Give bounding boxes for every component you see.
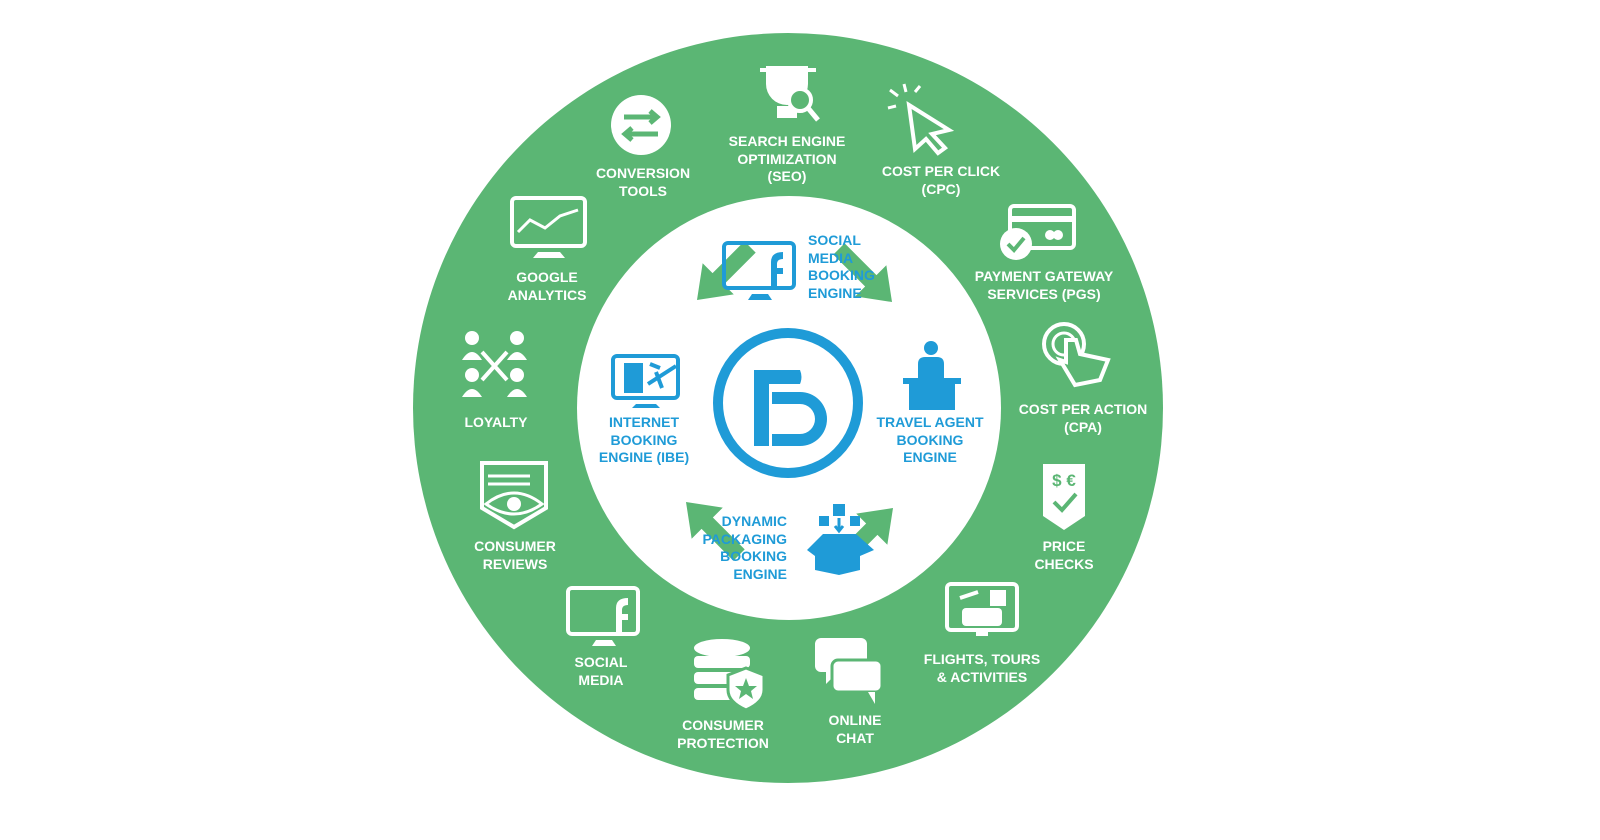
- trophy-search-icon: [760, 66, 820, 122]
- analytics-monitor-icon: [510, 196, 587, 258]
- inward-arrows: [686, 241, 893, 567]
- chat-bubbles-icon: [815, 638, 884, 704]
- travel-monitor-icon: [945, 582, 1019, 636]
- database-shield-icon: [694, 639, 766, 712]
- cursor-click-icon: [887, 83, 955, 156]
- svg-text:$ €: $ €: [1052, 471, 1076, 490]
- flight-monitor-icon: [611, 354, 680, 408]
- arrows-exchange-icon: [611, 95, 671, 155]
- facebook-monitor-icon: [566, 586, 640, 646]
- inner-circle: [577, 196, 1001, 620]
- label-flights-tours: FLIGHTS, TOURS& ACTIVITIES: [923, 651, 1041, 685]
- b-logo-icon: [713, 328, 863, 478]
- credit-card-check-icon: [1000, 204, 1076, 260]
- facebook-monitor-icon: [722, 241, 796, 300]
- price-tag-check-icon: $ €: [1043, 464, 1085, 530]
- arrow-nw-icon: [697, 241, 756, 300]
- people-network-icon: [462, 331, 527, 397]
- label-cpc: COST PER CLICK(CPC): [881, 163, 1001, 197]
- agent-desk-icon: [903, 341, 961, 410]
- review-eye-icon: [480, 461, 548, 530]
- hand-tap-icon: [1042, 322, 1111, 388]
- label-loyalty: LOYALTY: [464, 414, 528, 430]
- label-cpa: COST PER ACTION(CPA): [1018, 401, 1148, 435]
- arrow-sw-icon: [686, 502, 745, 561]
- package-box-icon: [807, 504, 874, 575]
- arrow-ne-icon: [833, 243, 892, 302]
